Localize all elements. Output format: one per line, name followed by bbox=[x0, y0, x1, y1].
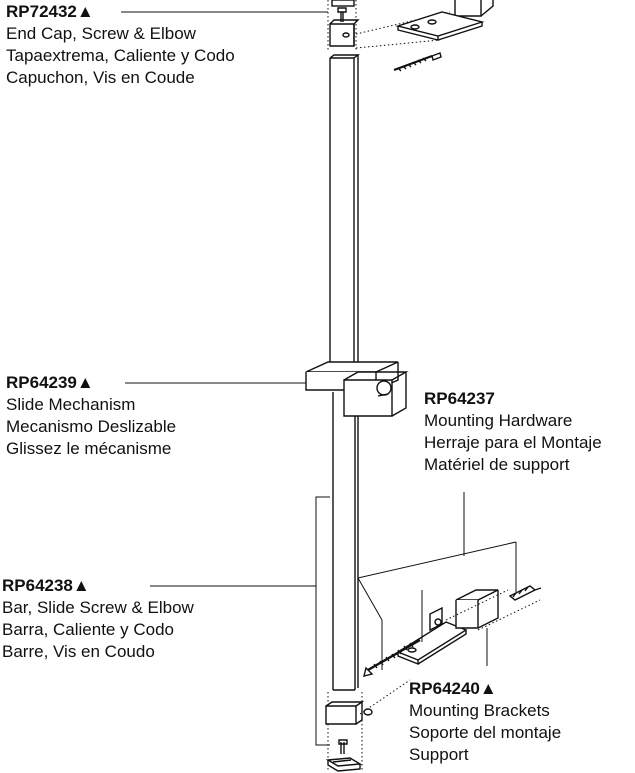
leader-hardware bbox=[357, 492, 517, 670]
part-name-fr: Glissez le mécanisme bbox=[6, 439, 172, 458]
top-end-cap-assembly bbox=[327, 0, 494, 72]
part-name-fr: Support bbox=[409, 745, 469, 764]
part-name-fr: Capuchon, Vis en Coude bbox=[6, 68, 195, 87]
part-label-bar: RP64238▲ Bar, Slide Screw & Elbow Barra,… bbox=[2, 575, 194, 663]
part-name-en: End Cap, Screw & Elbow bbox=[6, 24, 196, 43]
leader-lines bbox=[121, 11, 517, 746]
part-label-end-cap: RP72432▲ End Cap, Screw & Elbow Tapaextr… bbox=[6, 1, 235, 89]
part-name-es: Barra, Caliente y Codo bbox=[2, 620, 174, 639]
part-name-en: Mounting Hardware bbox=[424, 411, 573, 430]
part-label-brackets: RP64240▲ Mounting Brackets Soporte del m… bbox=[409, 678, 561, 766]
part-name-en: Slide Mechanism bbox=[6, 395, 136, 414]
part-name-es: Mecanismo Deslizable bbox=[6, 417, 177, 436]
part-code: RP64239▲ bbox=[6, 373, 94, 392]
part-code: RP64238▲ bbox=[2, 576, 90, 595]
part-name-fr: Barre, Vis en Coudo bbox=[2, 642, 155, 661]
part-name-es: Soporte del montaje bbox=[409, 723, 562, 742]
bottom-end-assembly bbox=[325, 692, 373, 772]
part-code: RP64237 bbox=[424, 389, 495, 408]
part-label-hardware: RP64237 Mounting Hardware Herraje para e… bbox=[424, 388, 602, 476]
slide-mechanism bbox=[305, 361, 409, 417]
part-label-slide: RP64239▲ Slide Mechanism Mecanismo Desli… bbox=[6, 372, 176, 460]
part-code: RP64240▲ bbox=[409, 679, 497, 698]
part-name-es: Tapaextrema, Caliente y Codo bbox=[6, 46, 235, 65]
mounting-hardware-assembly bbox=[359, 585, 542, 715]
part-code: RP72432▲ bbox=[6, 2, 94, 21]
slide-bar bbox=[329, 54, 361, 691]
part-name-fr: Matériel de support bbox=[424, 455, 570, 474]
part-name-en: Bar, Slide Screw & Elbow bbox=[2, 598, 194, 617]
part-name-en: Mounting Brackets bbox=[409, 701, 550, 720]
leader-bar bbox=[150, 496, 330, 746]
part-name-es: Herraje para el Montaje bbox=[424, 433, 602, 452]
